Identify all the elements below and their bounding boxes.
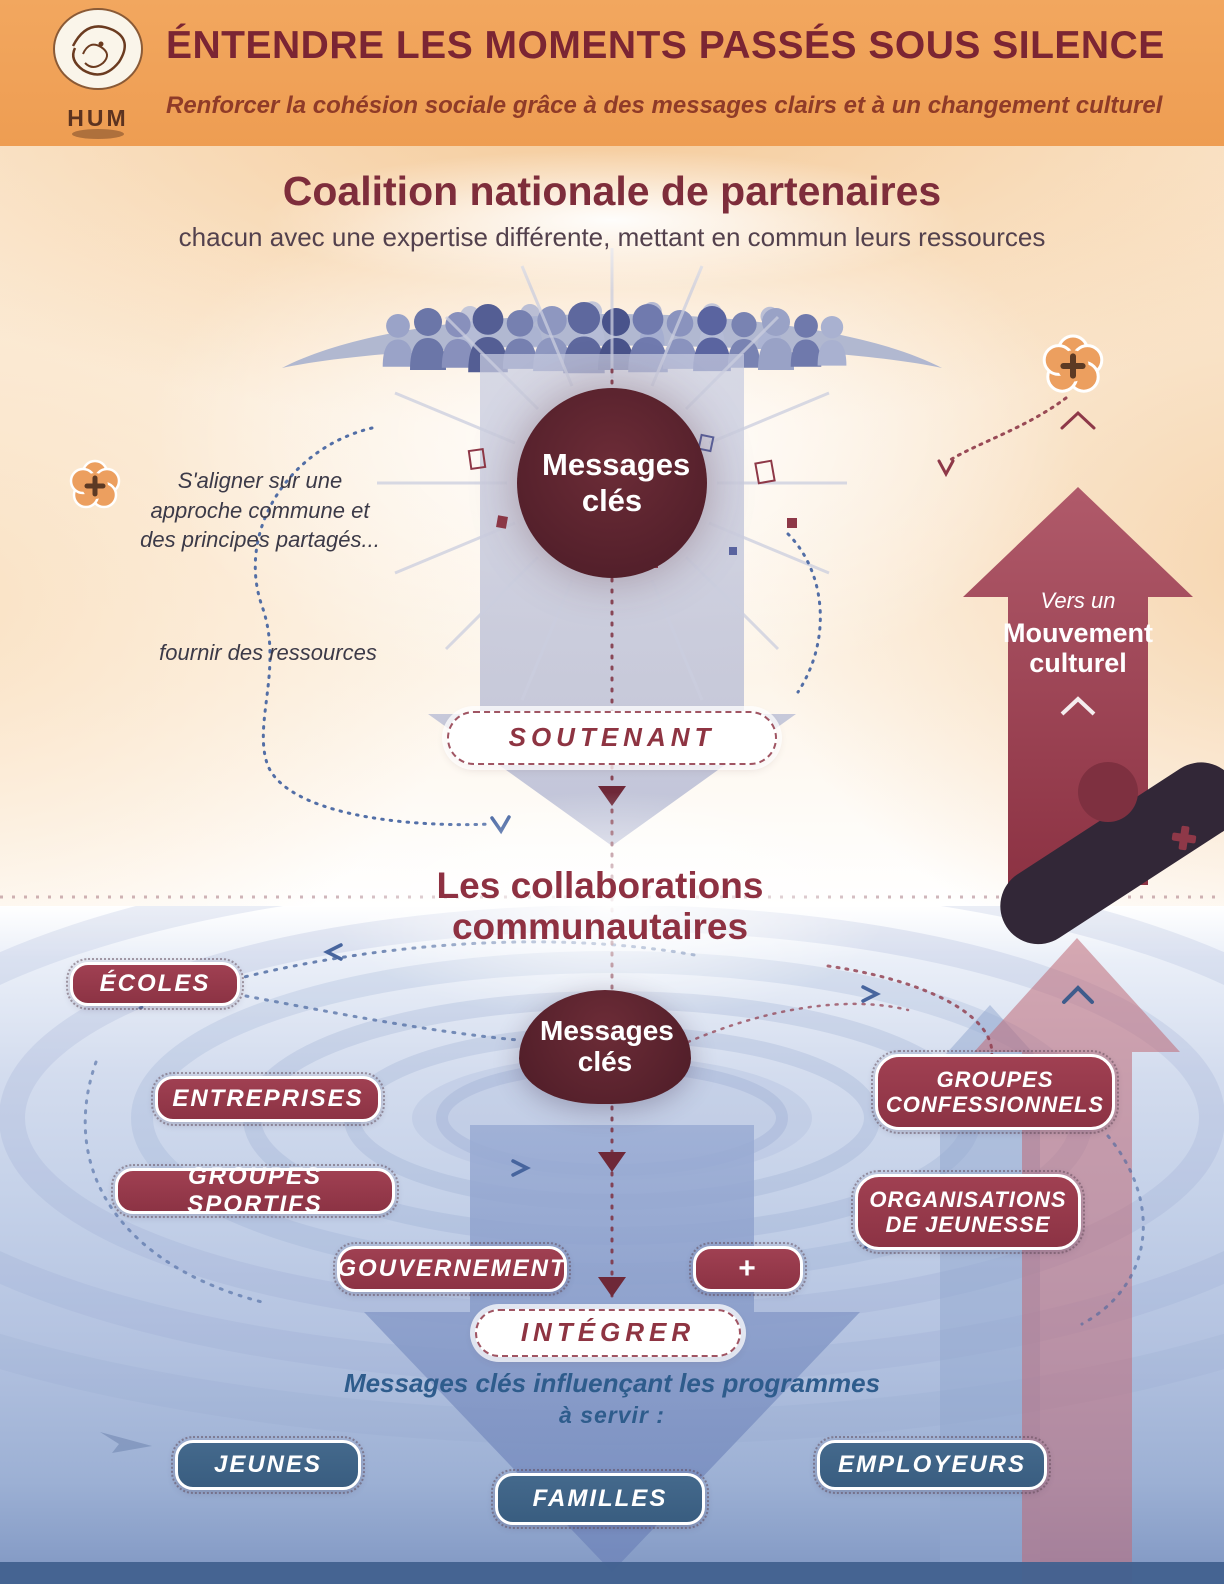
heading-glow [330,792,890,1022]
logo-text: HUM [67,105,128,131]
messages-cles-circle: Messages clés [517,388,707,578]
integrer-label: INTÉGRER [520,1317,696,1348]
partner-pill-plus: + [689,1242,807,1296]
serve-note: à servir : [559,1402,665,1428]
page-subtitle: Renforcer la cohésion sociale grâce à de… [166,92,1163,119]
soutenant-banner: SOUTENANT [447,711,777,765]
movement-pre-label: Vers un [1040,588,1116,613]
messages-cles-label: Messages clés [542,447,691,518]
partner-pill-entreprises: ENTREPRISES [151,1072,385,1126]
audience-label: JEUNES [213,1451,323,1479]
soutenant-label: SOUTENANT [508,722,716,753]
hum-logo: HUM [42,4,154,144]
partner-label: GROUPES CONFESSIONNELS [885,1066,1105,1117]
partner-label: GOUVERNEMENT [337,1255,567,1283]
page-title: ÉNTENDRE LES MOMENTS PASSÉS SOUS SILENCE [166,24,1165,67]
partner-pill-organisations-de-jeunesse: ORGANISATIONS DE JEUNESSE [851,1170,1085,1254]
partner-label: ÉCOLES [99,970,211,998]
messages-cles-label: Messages clés [540,1015,674,1077]
partner-pill-groupes-confessionnels: GROUPES CONFESSIONNELS [871,1050,1119,1134]
coalition-title: Coalition nationale de partenaires [282,168,942,214]
movement-title-label: Mouvement culturel [1002,618,1154,679]
resources-note: fournir des ressources [159,640,377,665]
audience-pill-jeunes: JEUNES [171,1436,365,1494]
audience-label: FAMILLES [532,1485,668,1513]
heading-glow [262,150,962,290]
partner-label: ENTREPRISES [172,1085,364,1113]
coalition-subtitle: chacun avec une expertise différente, me… [178,222,1046,252]
header-bar: HUM ÉNTENDRE LES MOMENTS PASSÉS SOUS SIL… [0,0,1224,146]
programs-note: Messages clés influençant les programmes [343,1368,881,1398]
collaborations-title: Les collaborations communautaires [436,865,764,947]
audience-pill-employeurs: EMPLOYEURS [813,1436,1051,1494]
partner-pill-gouvernement: GOUVERNEMENT [333,1242,571,1296]
partner-pill-ecoles: ÉCOLES [66,958,244,1010]
integrer-banner: INTÉGRER [475,1309,741,1357]
audience-pill-familles: FAMILLES [491,1469,709,1529]
movement-arrow-text: Vers un Mouvement culturel [978,588,1178,678]
partner-pill-groupes-sportifs: GROUPES SPORTIFS [111,1163,399,1218]
align-note: S'aligner sur une approche commune et de… [140,468,380,553]
messages-cles-blob: Messages clés [519,990,691,1104]
audience-label: EMPLOYEURS [837,1451,1027,1479]
partner-label: ORGANISATIONS DE JEUNESSE [869,1186,1067,1237]
partner-label: GROUPES SPORTIFS [187,1163,323,1218]
plus-label: + [738,1251,758,1285]
